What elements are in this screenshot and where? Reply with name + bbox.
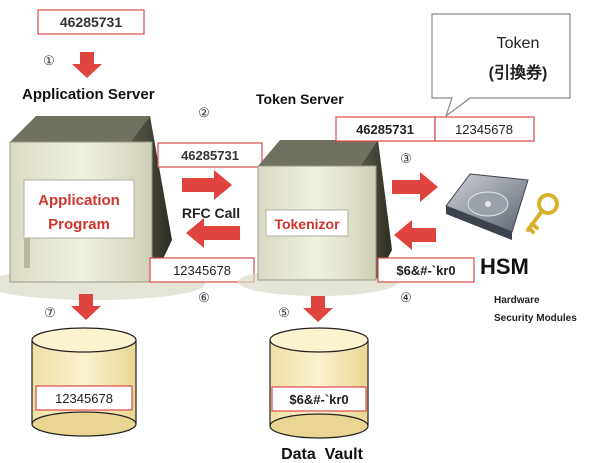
arrow-rfc-left (186, 218, 240, 248)
hsm-encrypted-box (377, 257, 475, 283)
step-6-marker: ⑥ (198, 290, 210, 305)
step-1-marker: ① (43, 53, 55, 68)
step-2-marker: ② (198, 105, 210, 120)
hsm-encrypted-value: $6&#-`kr0 (396, 263, 455, 278)
token-callout-bubble (431, 13, 571, 118)
tokenizer-box (265, 209, 349, 237)
token-value-box (434, 116, 535, 142)
step-5-marker: ⑤ (278, 305, 290, 320)
step-3-marker: ③ (400, 151, 412, 166)
input-value: 46285731 (60, 14, 123, 30)
app-db-value-box (35, 385, 133, 411)
arrow-rfc-right (182, 170, 232, 200)
input-value-box (37, 9, 145, 35)
token-value: 12345678 (455, 122, 513, 137)
arrow-to-data-vault (303, 296, 333, 322)
rfc-call-label: RFC Call (182, 205, 240, 221)
tokenizer-label: Tokenizor (274, 216, 340, 232)
hsm-drive-icon (445, 173, 529, 240)
arrow-from-hsm (394, 220, 436, 250)
application-program-label-1: Application (38, 192, 120, 209)
data-vault-value: $6&#-`kr0 (289, 392, 348, 407)
rfc-request-box (157, 142, 263, 168)
key-icon (526, 193, 559, 234)
token-original-value: 46285731 (356, 122, 414, 137)
token-callout-line1: Token (497, 35, 540, 52)
token-server-title: Token Server (256, 91, 344, 107)
app-db-value: 12345678 (55, 391, 113, 406)
rfc-response-box (149, 257, 255, 283)
app-db-cylinder (31, 327, 137, 437)
rfc-request-value: 46285731 (181, 148, 239, 163)
data-vault-label: Data Vault (281, 446, 363, 463)
data-vault-cylinder (269, 327, 369, 439)
token-callout-line2: (引換券) (489, 63, 548, 82)
step-4-marker: ④ (400, 290, 412, 305)
step-7-marker: ⑦ (44, 305, 56, 320)
rfc-response-value: 12345678 (173, 263, 231, 278)
hsm-desc-line1: Hardware (494, 295, 540, 306)
arrow-to-app-db (71, 294, 101, 320)
arrow-down-step-1 (72, 52, 102, 78)
hsm-desc-line2: Security Modules (494, 313, 577, 324)
arrow-to-hsm (392, 172, 438, 202)
application-program-label-2: Program (48, 216, 110, 233)
application-server-title: Application Server (22, 86, 155, 103)
hsm-label: HSM (480, 254, 529, 279)
data-vault-value-box (271, 386, 367, 412)
application-program-box (23, 179, 135, 239)
